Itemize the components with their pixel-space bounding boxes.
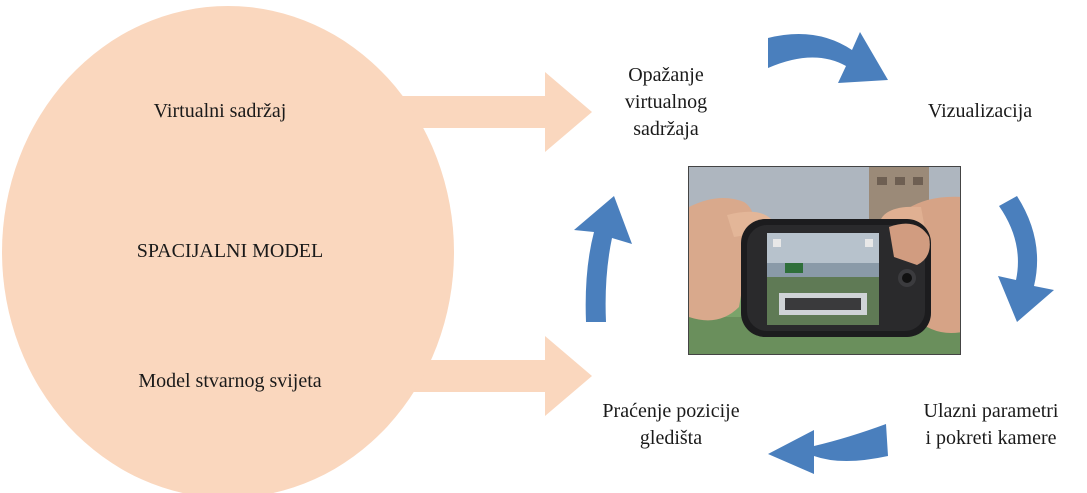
photo-illustration (689, 167, 960, 354)
input-label: Ulazni parametri i pokreti kamere (906, 398, 1076, 452)
real-world-arrow (300, 336, 592, 416)
input-line-1: Ulazni parametri (923, 400, 1059, 422)
spatial-model-title: SPACIJALNI MODEL (136, 240, 324, 262)
tracking-line-1: Praćenje pozicije (602, 400, 740, 422)
visualization-label: Vizualizacija (927, 100, 1033, 122)
tracking-label: Praćenje pozicije gledišta (576, 398, 766, 452)
cycle-arrow-bottom (768, 424, 888, 474)
perception-line-3: sadržaja (633, 118, 699, 140)
input-line-2: i pokreti kamere (925, 427, 1057, 449)
perception-line-1: Opažanje (628, 64, 704, 86)
perception-line-2: virtualnog (624, 91, 708, 113)
tracking-line-2: gledišta (639, 427, 703, 449)
virtual-content-label: Virtualni sadržaj (153, 100, 287, 122)
hands-holding-smartphone-photo (688, 166, 961, 355)
real-world-model-label: Model stvarnog svijeta (138, 370, 322, 392)
virtual-content-arrow (300, 72, 592, 152)
spatial-model-circle (2, 6, 454, 493)
cycle-arrow-right (998, 196, 1054, 322)
cycle-arrow-top (768, 32, 888, 83)
cycle-arrow-left (574, 196, 632, 322)
perception-label: Opažanje virtualnog sadržaja (596, 62, 736, 143)
